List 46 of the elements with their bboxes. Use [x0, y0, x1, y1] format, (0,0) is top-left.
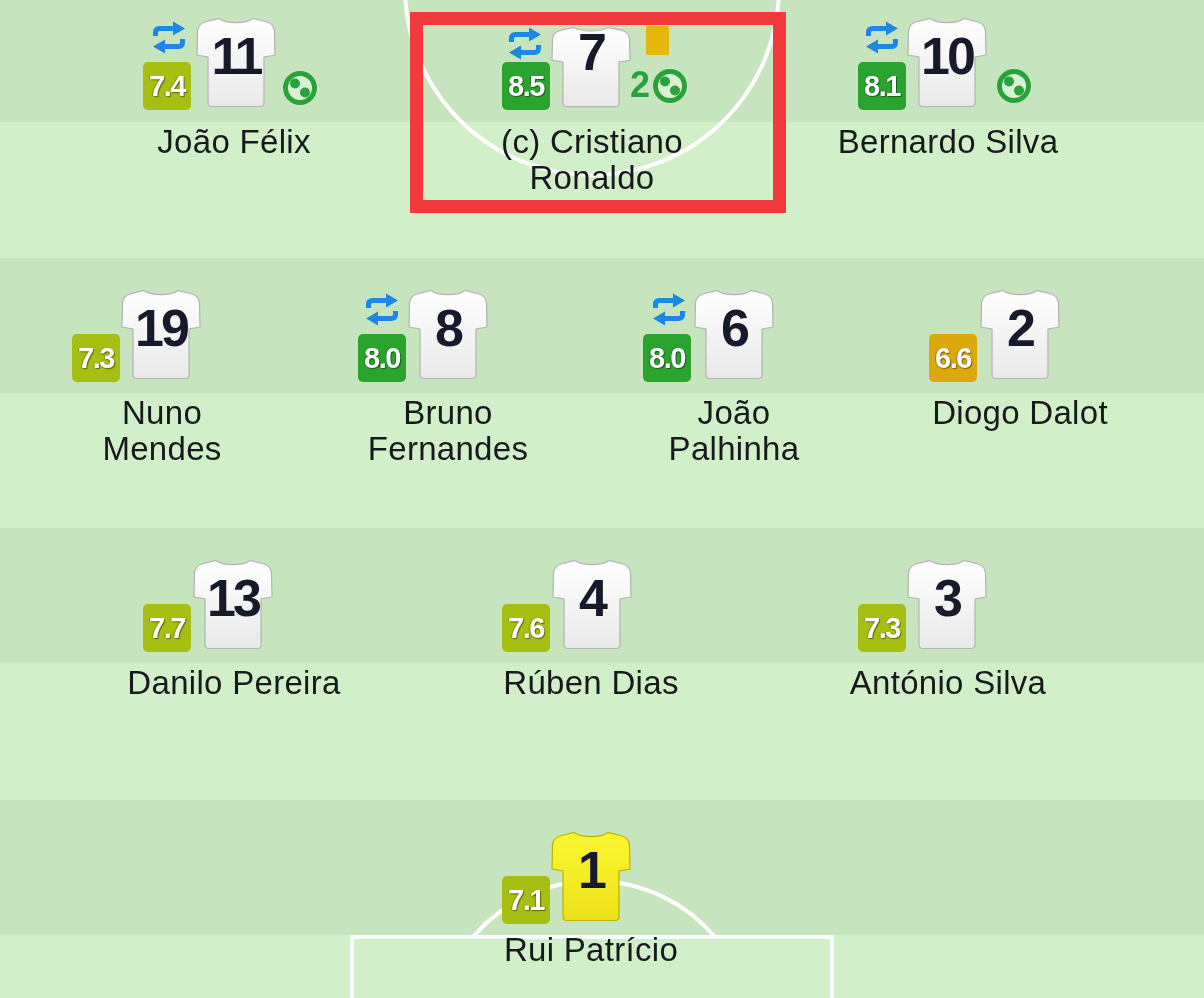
shirt-number: 11 [211, 30, 261, 82]
shirt-number: 3 [934, 572, 960, 624]
jersey-shirt [408, 289, 488, 380]
shirt-number: 2 [1007, 302, 1033, 354]
highlight-frame [410, 12, 786, 213]
shirt-number: 8 [435, 302, 461, 354]
shirt-number: 13 [207, 572, 259, 624]
player-name: (c) Cristiano Ronaldo [501, 123, 683, 196]
player-name: Rui Patrício [503, 931, 679, 968]
rating-badge: 8.0 [643, 334, 691, 382]
rating-badge: 7.1 [502, 876, 550, 924]
player-name: António Silva [849, 664, 1047, 701]
jersey-shirt [121, 289, 201, 380]
rating-badge: 8.0 [358, 334, 406, 382]
player-name: João Palhinha [668, 394, 800, 467]
goal-count: 2 [630, 67, 649, 103]
shirt-number: 19 [135, 302, 187, 354]
shirt-number: 6 [721, 302, 747, 354]
shirt-number: 1 [578, 844, 604, 896]
rating-badge: 7.6 [502, 604, 550, 652]
rating-badge: 7.3 [72, 334, 120, 382]
shirt-number: 10 [921, 30, 973, 82]
rating-badge: 8.5 [502, 62, 550, 110]
jersey-shirt [694, 289, 774, 380]
rating-badge: 7.4 [143, 62, 191, 110]
jersey-shirt [551, 831, 631, 922]
rating-badge: 7.7 [143, 604, 191, 652]
player-name: Danilo Pereira [127, 664, 341, 701]
player-name: Diogo Dalot [932, 394, 1108, 431]
player-name: Bruno Fernandes [367, 394, 529, 467]
rating-badge: 8.1 [858, 62, 906, 110]
shirt-number: 7 [578, 26, 604, 78]
rating-badge: 6.6 [929, 334, 977, 382]
player-name: Bernardo Silva [837, 123, 1059, 160]
jersey-shirt [980, 289, 1060, 380]
jersey-shirt [552, 559, 632, 650]
shirt-number: 4 [579, 572, 605, 624]
jersey-shirt [193, 559, 273, 650]
jersey-shirt [551, 26, 631, 108]
player-name: Rúben Dias [503, 664, 679, 701]
player-name: Nuno Mendes [102, 394, 222, 467]
jersey-shirt [907, 17, 987, 108]
jersey-shirt [196, 17, 276, 108]
rating-badge: 7.3 [858, 604, 906, 652]
player-name: João Félix [157, 123, 311, 160]
jersey-shirt [907, 559, 987, 650]
